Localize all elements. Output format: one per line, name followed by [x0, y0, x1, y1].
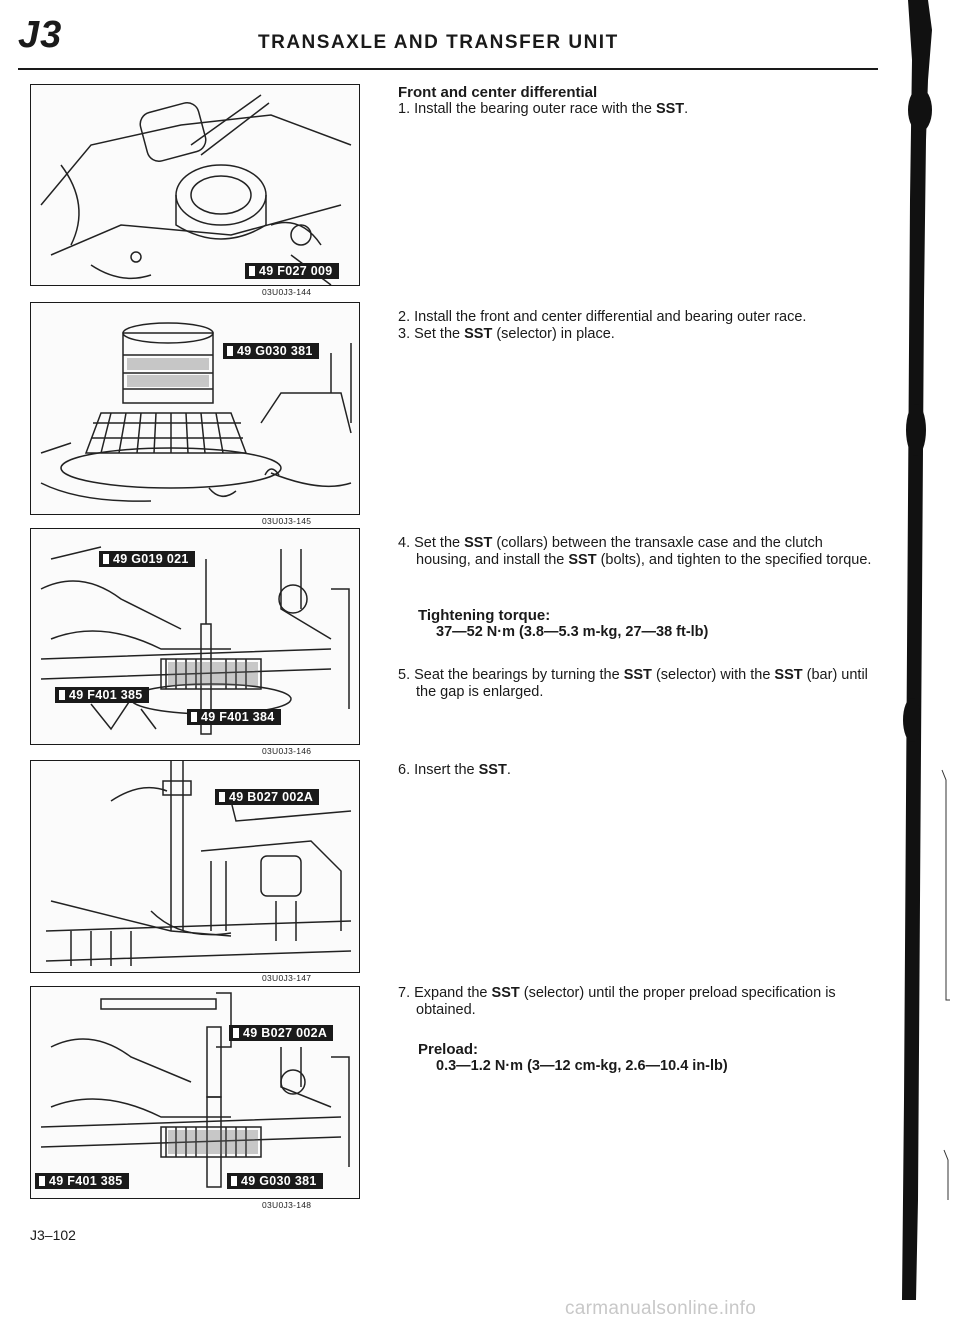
- tool-label: 49 F401 385: [55, 687, 149, 703]
- procedure-step-5: 5. Seat the bearings by turning the SST …: [398, 667, 873, 701]
- figure-bearing-race-install: 49 F027 009: [30, 84, 360, 286]
- step-6: 6. Insert the SST.: [398, 762, 511, 778]
- step-2: 2. Install the front and center differen…: [398, 309, 807, 325]
- procedure-steps-2-3: 2. Install the front and center differen…: [398, 309, 873, 343]
- figure-code: 03U0J3-145: [262, 516, 312, 526]
- tool-label: 49 F401 384: [187, 709, 281, 725]
- illustration-hammer-race: [40, 94, 352, 285]
- step-5: 5. Seat the bearings by turning the SST …: [398, 667, 868, 700]
- procedure-step-4: 4. Set the SST (collars) between the tra…: [398, 535, 873, 569]
- tool-label: 49 F027 009: [245, 263, 339, 279]
- figure-insert-sst: 49 B027 002A: [30, 760, 360, 973]
- tool-label: 49 G030 381: [227, 1173, 323, 1189]
- figure-preload-adjust: 49 B027 002A 49 F401 385 49 G030 381: [30, 986, 360, 1199]
- figure-collars-bolts-torque: 49 G019 021 49 F401 385 49 F401 384: [30, 528, 360, 745]
- figure-code: 03U0J3-147: [262, 973, 312, 983]
- preload-label: Preload:: [418, 1041, 479, 1058]
- header-rule: [18, 68, 878, 70]
- preload-value: 0.3—1.2 N·m (3—12 cm-kg, 2.6—10.4 in-lb): [436, 1058, 728, 1074]
- torque-value: 37—52 N·m (3.8—5.3 m-kg, 27—38 ft-lb): [436, 624, 709, 640]
- figure-differential-install: 49 G030 381: [30, 302, 360, 515]
- illustration-preload-gauge: [40, 992, 350, 1188]
- tool-label: 49 F401 385: [35, 1173, 129, 1189]
- torque-label: Tightening torque:: [418, 607, 551, 624]
- tool-label: 49 G030 381: [223, 343, 319, 359]
- tool-label: 49 G019 021: [99, 551, 195, 567]
- step-3: 3. Set the SST (selector) in place.: [398, 326, 615, 342]
- binding-edge-scan-artifact: [902, 0, 950, 1300]
- procedure-step-7: 7. Expand the SST (selector) until the p…: [398, 985, 873, 1019]
- preload-spec: Preload: 0.3—1.2 N·m (3—12 cm-kg, 2.6—10…: [398, 1041, 873, 1075]
- torque-spec: Tightening torque: 37—52 N·m (3.8—5.3 m-…: [398, 607, 873, 641]
- figure-code: 03U0J3-146: [262, 746, 312, 756]
- page-title: TRANSAXLE AND TRANSFER UNIT: [258, 32, 619, 53]
- illustration-differential: [40, 322, 352, 502]
- watermark-text: carmanualsonline.info: [565, 1298, 757, 1319]
- figure-code: 03U0J3-148: [262, 1200, 312, 1210]
- illustration-insert-bar: [45, 761, 352, 966]
- step-7: 7. Expand the SST (selector) until the p…: [398, 985, 836, 1018]
- section-heading: Front and center differential: [398, 84, 598, 101]
- section-code: J3: [18, 14, 63, 56]
- tool-label: 49 B027 002A: [229, 1025, 334, 1041]
- procedure-intro: Front and center differential 1. Install…: [398, 84, 873, 118]
- figure-code: 03U0J3-144: [262, 287, 312, 297]
- page-number: J3–102: [30, 1227, 76, 1243]
- step-1: 1. Install the bearing outer race with t…: [398, 101, 689, 117]
- step-4: 4. Set the SST (collars) between the tra…: [398, 535, 872, 568]
- tool-label: 49 B027 002A: [215, 789, 320, 805]
- procedure-step-6: 6. Insert the SST.: [398, 762, 873, 779]
